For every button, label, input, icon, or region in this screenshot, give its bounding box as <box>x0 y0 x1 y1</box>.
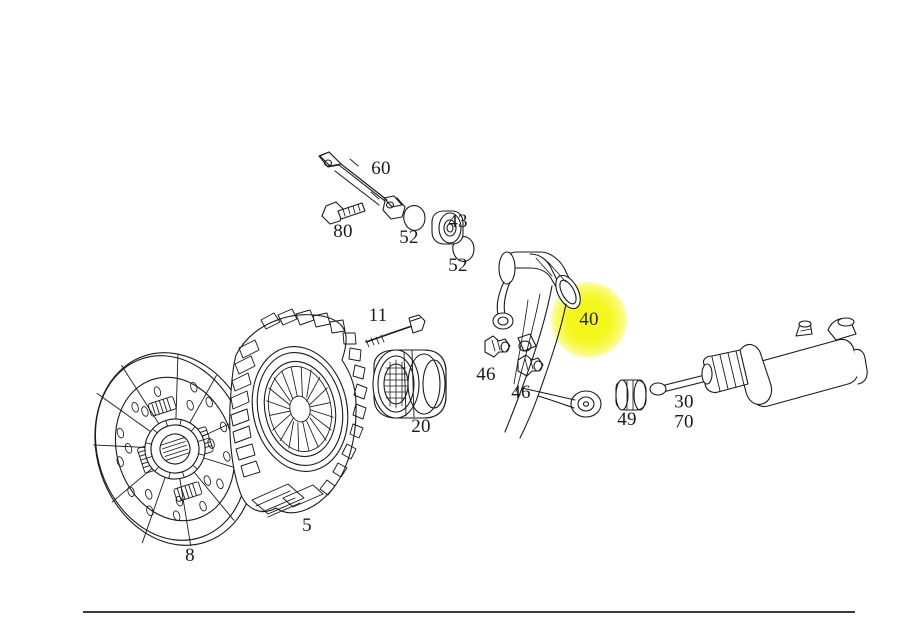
bolt-11-drawing <box>365 314 426 348</box>
callout-release-bearing[interactable]: 20 <box>411 416 431 438</box>
callout-circlip-upper[interactable]: 52 <box>399 227 419 249</box>
clutch-release-fork-drawing <box>492 251 602 439</box>
fork-pushrod-60-drawing <box>318 151 406 220</box>
callout-bushing-pushrod[interactable]: 49 <box>617 409 637 431</box>
footer-divider <box>83 611 855 613</box>
callout-clutch-pressure-plate[interactable]: 5 <box>302 515 312 537</box>
callout-bushing[interactable]: 43 <box>448 211 468 233</box>
callout-plug-right[interactable]: 46 <box>511 382 531 404</box>
callout-clutch-fork-pushrod[interactable]: 60 <box>371 158 391 180</box>
bushing-49-drawing <box>615 379 647 411</box>
callout-clutch-disc[interactable]: 8 <box>185 545 195 567</box>
callout-plug-left[interactable]: 46 <box>476 364 496 386</box>
slave-cylinder-drawing <box>701 317 868 408</box>
clutch-pressure-plate-drawing <box>229 308 368 518</box>
callout-circlip-lower[interactable]: 52 <box>448 255 468 277</box>
release-bearing-drawing <box>372 349 447 419</box>
callout-pushrod[interactable]: 30 70 <box>674 391 694 432</box>
bushing-43-drawing <box>431 210 464 245</box>
callout-clutch-release-fork[interactable]: 40 <box>579 309 599 331</box>
callout-bolt-release-bearing[interactable]: 11 <box>368 305 388 327</box>
bolt-80-drawing <box>321 201 366 225</box>
callout-bolt[interactable]: 80 <box>333 221 353 243</box>
